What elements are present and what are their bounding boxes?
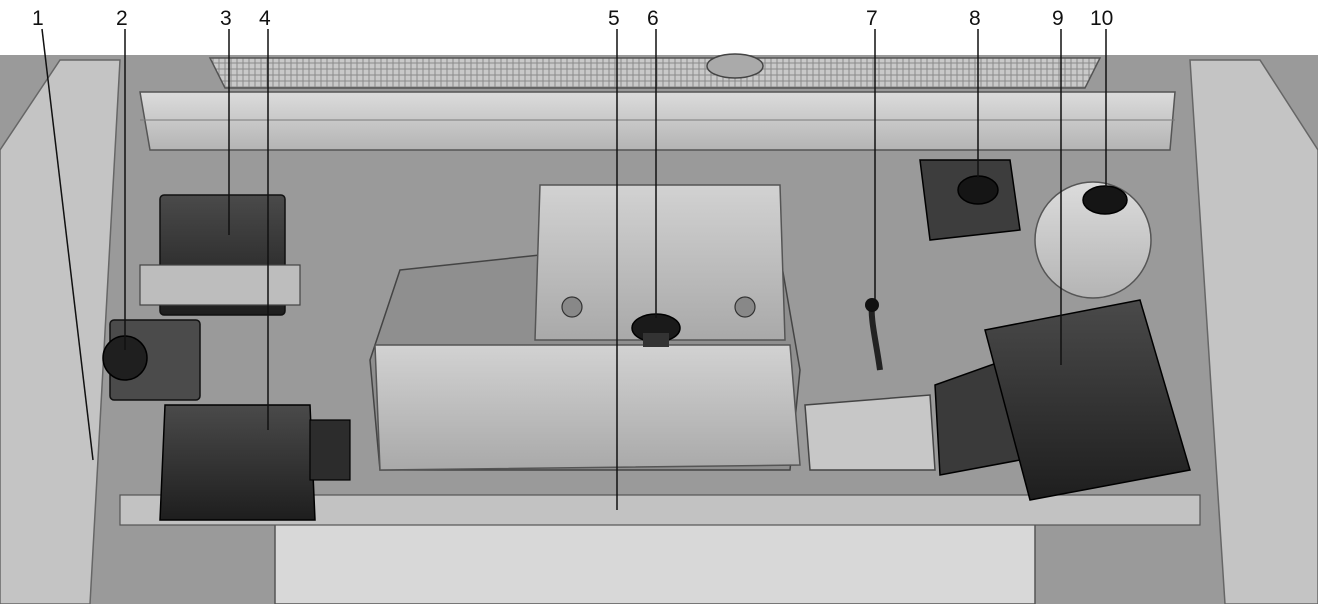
callout-7: 7 <box>866 7 878 30</box>
callout-10: 10 <box>1090 7 1114 30</box>
callout-3: 3 <box>220 7 232 30</box>
engine-air-intake-cover <box>369 184 801 471</box>
callout-6: 6 <box>647 7 659 30</box>
engine-coolant-reservoir <box>1034 181 1152 299</box>
air-cleaner-filter <box>804 299 1191 501</box>
callout-8: 8 <box>969 7 981 30</box>
callout-1: 1 <box>32 7 44 30</box>
underhood-fuse-block <box>159 404 351 521</box>
callout-5: 5 <box>608 7 620 30</box>
windshield-washer-reservoir <box>919 159 1021 241</box>
leader-line-1 <box>41 28 94 461</box>
callout-9: 9 <box>1052 7 1064 30</box>
battery <box>139 194 301 316</box>
engine-oil-dipstick <box>865 298 883 371</box>
callout-2: 2 <box>116 7 128 30</box>
callout-leader-lines <box>41 28 1107 510</box>
engine-oil-fill-cap <box>631 313 681 347</box>
callout-4: 4 <box>259 7 271 30</box>
brake-fluid-reservoir <box>102 319 201 401</box>
